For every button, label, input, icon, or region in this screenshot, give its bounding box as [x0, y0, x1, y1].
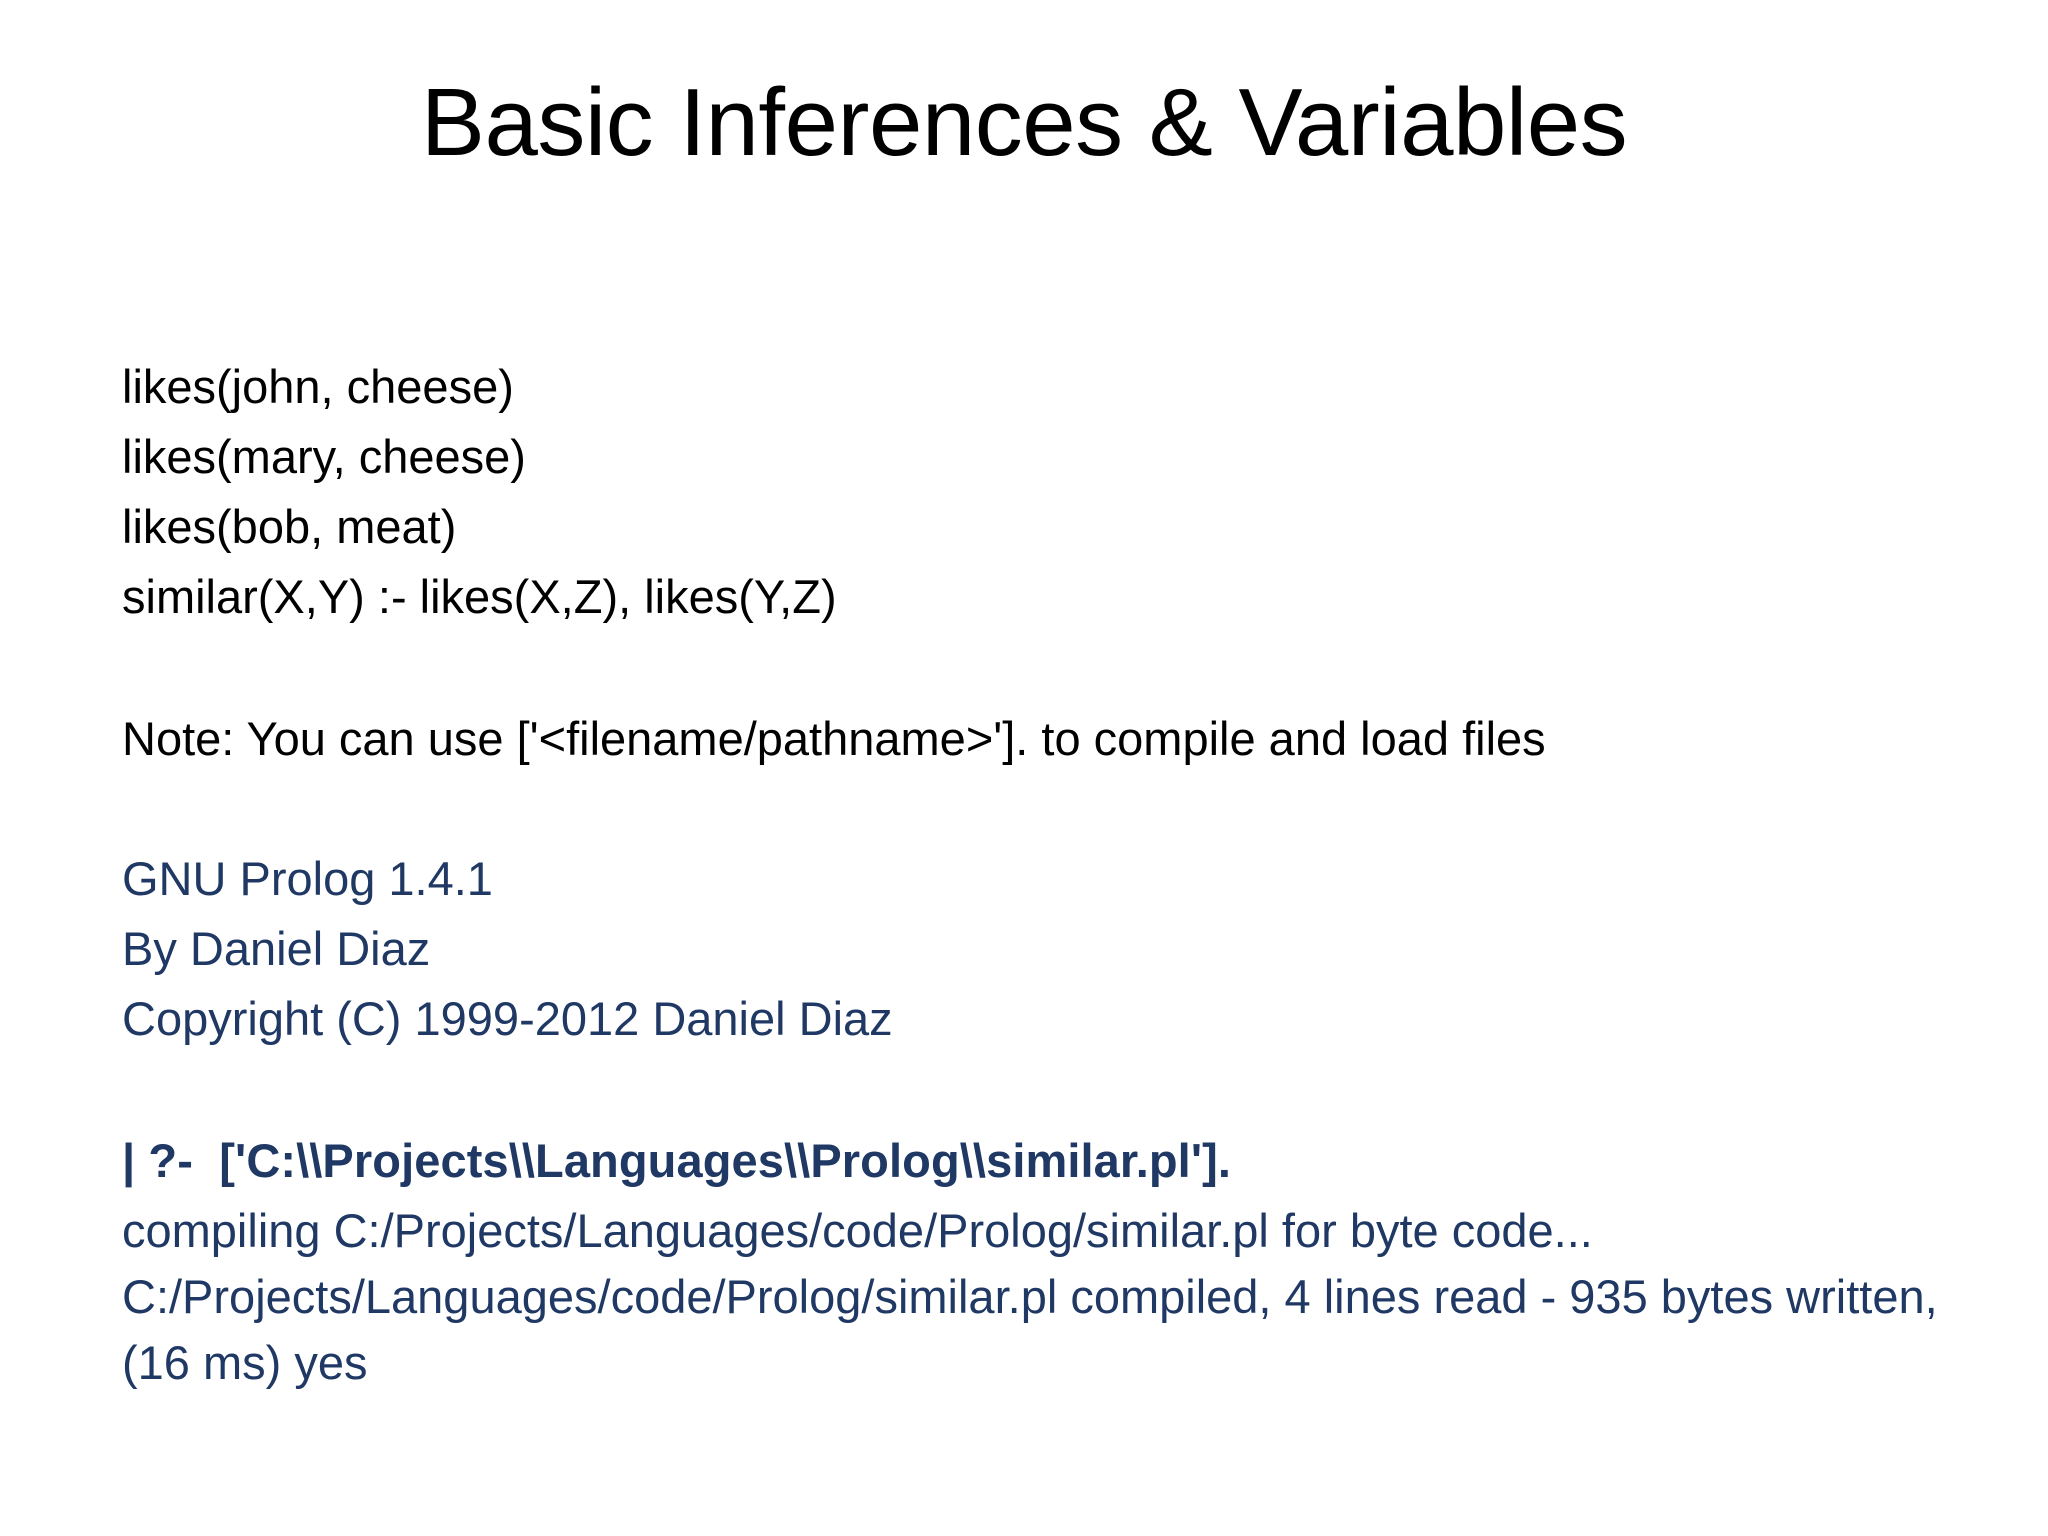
console-query-line: | ?- ['C:\\Projects\\Languages\\Prolog\\… [122, 1134, 1232, 1187]
page-title: Basic Inferences & Variables [420, 69, 1628, 176]
console-output-line: C:/Projects/Languages/code/Prolog/simila… [122, 1270, 1938, 1323]
console-header-group: GNU Prolog 1.4.1 By Daniel Diaz Copyrigh… [122, 844, 1942, 1054]
console-copyright-line: Copyright (C) 1999-2012 Daniel Diaz [122, 992, 893, 1045]
console-author-line: By Daniel Diaz [122, 922, 431, 975]
note-text: Note: You can use ['<filename/pathname>'… [122, 712, 1546, 765]
prolog-facts-group: likes(john, cheese) likes(mary, cheese) … [122, 352, 1942, 632]
console-output-line: compiling C:/Projects/Languages/code/Pro… [122, 1204, 1593, 1257]
spacer [122, 632, 1942, 704]
console-version-line: GNU Prolog 1.4.1 [122, 852, 493, 905]
note-group: Note: You can use ['<filename/pathname>'… [122, 704, 1942, 774]
console-output-line: (16 ms) yes [122, 1336, 368, 1389]
code-line: likes(john, cheese) [122, 360, 514, 413]
code-line: likes(mary, cheese) [122, 430, 526, 483]
console-transcript-group: | ?- ['C:\\Projects\\Languages\\Prolog\\… [122, 1126, 1942, 1398]
code-line: likes(bob, meat) [122, 500, 457, 553]
spacer [122, 1054, 1942, 1126]
slide-body: likes(john, cheese) likes(mary, cheese) … [122, 352, 1942, 1398]
spacer [122, 774, 1942, 844]
code-line: similar(X,Y) :- likes(X,Z), likes(Y,Z) [122, 570, 837, 623]
